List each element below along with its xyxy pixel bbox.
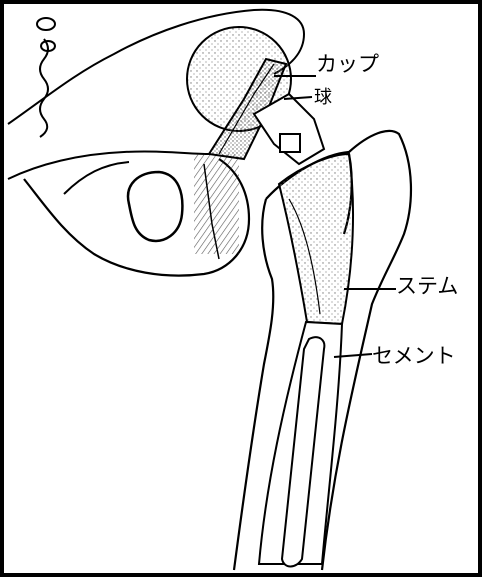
label-stem: ステム <box>396 276 458 297</box>
pubis-shading <box>194 154 239 254</box>
label-cup: カップ <box>316 54 379 75</box>
stem <box>279 154 353 324</box>
label-ball: 球 <box>314 89 332 107</box>
taper <box>280 134 300 152</box>
label-cement: セメント <box>372 346 456 367</box>
